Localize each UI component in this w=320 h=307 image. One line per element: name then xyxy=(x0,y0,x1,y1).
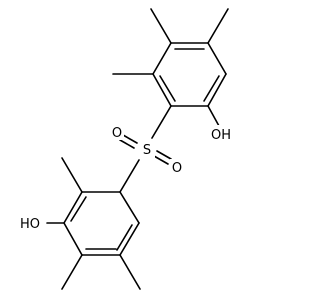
double-bond xyxy=(153,155,169,165)
bond xyxy=(63,191,83,224)
double-bond-inner xyxy=(70,196,87,222)
upper-ring xyxy=(112,8,229,127)
upper-hydroxyl-label: OH xyxy=(211,128,231,143)
bond xyxy=(119,159,140,193)
bond xyxy=(151,105,172,139)
methyl-bond xyxy=(207,8,229,44)
sulfonyl-group xyxy=(119,105,172,193)
bond xyxy=(152,73,172,107)
bond xyxy=(152,42,172,75)
methyl-bond xyxy=(61,254,83,290)
methyl-bond xyxy=(119,254,141,290)
bond xyxy=(119,191,140,224)
bond xyxy=(119,222,140,256)
double-bond-inner xyxy=(159,75,176,102)
structure-diagram: S O O OH HO xyxy=(19,8,232,290)
sulfonyl-oxygen-label: O xyxy=(112,126,122,141)
methyl-bond xyxy=(61,157,83,193)
double-bond xyxy=(119,139,135,149)
double-bond xyxy=(156,150,172,160)
hydroxyl-bond xyxy=(207,105,220,127)
double-bond xyxy=(122,134,138,144)
bond xyxy=(207,73,227,107)
lower-ring xyxy=(46,157,141,290)
double-bond-inner xyxy=(116,224,133,251)
bond xyxy=(207,42,227,75)
sulfur-atom-label: S xyxy=(143,143,151,158)
bond xyxy=(63,222,83,256)
lower-hydroxyl-label: HO xyxy=(20,217,40,232)
double-bond-inner xyxy=(203,75,220,102)
structure-drawing: S O O OH HO xyxy=(19,8,232,290)
sulfonyl-oxygen-label: O xyxy=(172,161,182,176)
methyl-bond xyxy=(150,8,172,44)
